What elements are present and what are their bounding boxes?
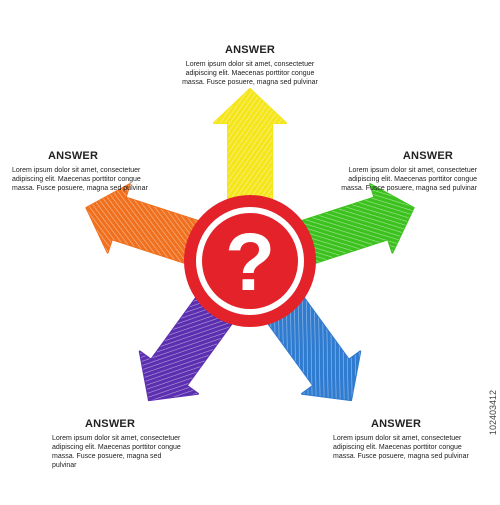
question-mark-icon: ? — [225, 217, 275, 308]
answer-line: adipiscing elit. Maecenas porttitor cong… — [52, 444, 181, 451]
answer-title: ANSWER — [85, 418, 136, 430]
arrow-right-green — [289, 183, 415, 268]
answer-title: ANSWER — [48, 150, 99, 162]
answer-line: adipiscing elit. Maecenas porttitor cong… — [12, 176, 141, 183]
arrow-up-yellow-scribble — [214, 89, 286, 211]
arrow-down-left-purple — [138, 287, 240, 402]
answer-line: Lorem ipsum dolor sit amet, consectetuer — [333, 435, 462, 442]
answer-line: massa. Fusce posuere, magna sed pulvinar — [52, 453, 162, 469]
answer-text: Lorem ipsum dolor sit amet, consectetuer… — [333, 434, 475, 461]
answer-title: ANSWER — [224, 44, 276, 56]
answer-line: Lorem ipsum dolor sit amet, consectetuer — [348, 167, 477, 174]
answer-line: massa. Fusce posuere, magna sed pulvinar — [341, 185, 477, 192]
arrow-up-yellow — [213, 88, 287, 212]
answer-text: Lorem ipsum dolor sit amet, consectetuer… — [305, 166, 477, 193]
arrow-left-orange-scribble — [86, 184, 210, 267]
badge-inner-circle — [202, 213, 298, 309]
answer-title: ANSWER — [402, 150, 453, 162]
stock-id-label: 102403412 — [488, 390, 498, 436]
answer-bottom-left: ANSWER Lorem ipsum dolor sit amet, conse… — [15, 418, 185, 470]
arrow-down-left-purple-scribble — [139, 288, 239, 401]
arrow-down-right-blue-scribble — [261, 288, 361, 401]
arrow-down-right-blue — [260, 287, 362, 402]
answer-line: adipiscing elit. Maecenas porttitor cong… — [333, 444, 462, 451]
answer-line: massa. Fusce posuere, magna sed pulvinar — [12, 185, 148, 192]
answer-line: Lorem ipsum dolor sit amet, consectetuer — [12, 167, 141, 174]
answer-top: ANSWER Lorem ipsum dolor sit amet, conse… — [175, 44, 325, 87]
answer-bottom-right: ANSWER Lorem ipsum dolor sit amet, conse… — [305, 418, 475, 461]
arrow-left-orange — [85, 183, 211, 268]
answer-right: ANSWER Lorem ipsum dolor sit amet, conse… — [305, 150, 495, 193]
answer-text: Lorem ipsum dolor sit amet, consectetuer… — [175, 60, 325, 87]
answer-line: massa. Fusce posuere, magna sed pulvinar — [333, 453, 469, 460]
answer-title: ANSWER — [371, 418, 422, 430]
question-badge: ? — [184, 195, 316, 327]
answer-line: massa. Fusce posuere, magna sed pulvinar — [182, 79, 318, 86]
answer-line: adipiscing elit. Maecenas porttitor cong… — [348, 176, 477, 183]
answer-line: adipiscing elit. Maecenas porttitor cong… — [185, 70, 315, 77]
answer-text: Lorem ipsum dolor sit amet, consectetuer… — [52, 434, 185, 470]
answer-line: Lorem ipsum dolor sit amet, consectetuer — [185, 61, 315, 68]
answer-text: Lorem ipsum dolor sit amet, consectetuer… — [12, 166, 190, 193]
arrows-group — [85, 88, 415, 402]
arrow-right-green-scribble — [290, 184, 414, 267]
answer-line: Lorem ipsum dolor sit amet, consectetuer — [52, 435, 181, 442]
answer-left: ANSWER Lorem ipsum dolor sit amet, conse… — [0, 150, 190, 193]
